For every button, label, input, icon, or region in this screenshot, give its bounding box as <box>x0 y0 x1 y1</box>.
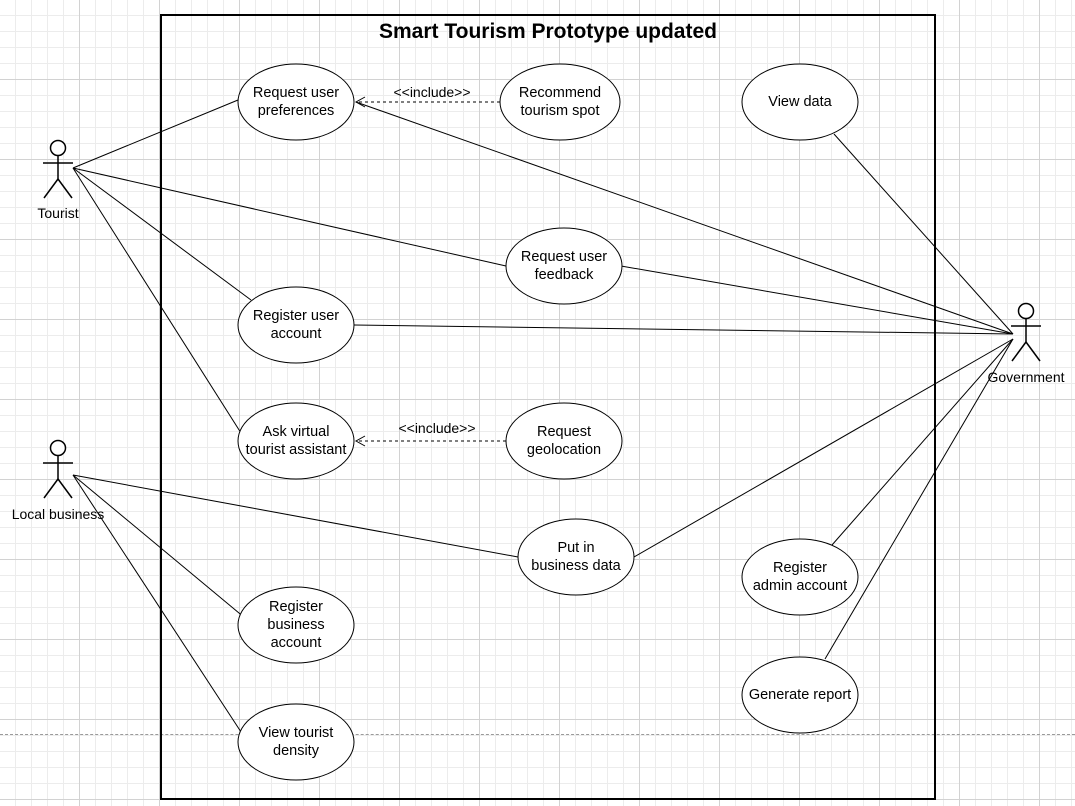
page-break-line <box>0 734 1075 735</box>
actors <box>43 139 1041 499</box>
system-boundary[interactable] <box>160 14 936 800</box>
association-tourist-register_user[interactable] <box>72 167 252 301</box>
association-local_business-view_density[interactable] <box>72 474 244 736</box>
use-case-ask-assistant[interactable] <box>237 402 355 480</box>
use-case-generate-report[interactable] <box>741 656 859 734</box>
use-cases <box>237 63 859 781</box>
association-local_business-put_business[interactable] <box>72 474 519 558</box>
diagram-title: Smart Tourism Prototype updated <box>379 20 717 43</box>
association-tourist-request_feedback[interactable] <box>72 167 507 267</box>
actor-government-figure[interactable] <box>1011 302 1041 362</box>
association-government-register_admin[interactable] <box>831 338 1014 546</box>
use-case-register-business[interactable] <box>237 586 355 664</box>
actor-label-local-business: Local business <box>11 506 105 522</box>
use-case-register-user[interactable] <box>237 286 355 364</box>
use-case-view-data[interactable] <box>741 63 859 141</box>
association-tourist-request_prefs[interactable] <box>72 99 239 169</box>
use-case-request-prefs[interactable] <box>237 63 355 141</box>
association-government-request_prefs[interactable] <box>355 101 1014 335</box>
association-government-generate_report[interactable] <box>824 338 1014 660</box>
association-government-view_data[interactable] <box>833 133 1014 335</box>
use-case-view-density[interactable] <box>237 703 355 781</box>
actor-label-government: Government <box>987 369 1065 385</box>
use-case-request-feedback[interactable] <box>505 227 623 305</box>
include-relations <box>354 96 506 447</box>
include-label: <<include>> <box>393 84 471 100</box>
use-case-recommend-spot[interactable] <box>499 63 621 141</box>
actor-label-tourist: Tourist <box>37 205 79 221</box>
association-government-register_user[interactable] <box>353 324 1014 335</box>
actor-tourist-figure[interactable] <box>43 139 73 199</box>
use-case-register-admin[interactable] <box>741 538 859 616</box>
association-government-request_feedback[interactable] <box>620 265 1014 335</box>
actor-local-business-figure[interactable] <box>43 439 73 499</box>
association-local_business-register_business[interactable] <box>72 474 246 619</box>
use-case-request-geo[interactable] <box>505 402 623 480</box>
association-government-put_business[interactable] <box>633 338 1014 558</box>
use-case-put-business[interactable] <box>517 518 635 596</box>
include-label: <<include>> <box>398 420 476 436</box>
association-tourist-ask_assistant[interactable] <box>72 167 242 434</box>
associations <box>72 99 1014 736</box>
